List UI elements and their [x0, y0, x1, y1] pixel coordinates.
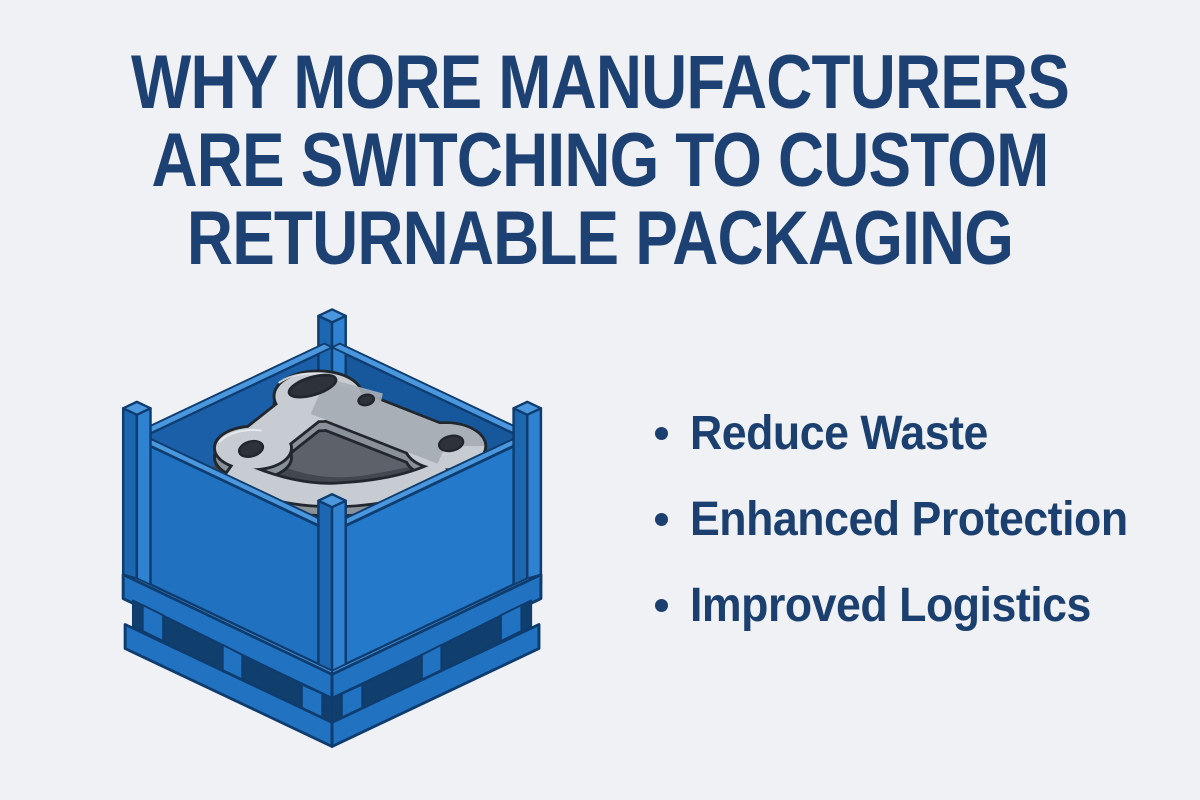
- page-title: WHY MORE MANUFACTURERS ARE SWITCHING TO …: [20, 44, 1180, 278]
- part-hole-right: [437, 434, 465, 453]
- corner-post-left: [121, 400, 152, 592]
- benefit-label: Reduce Waste: [690, 406, 988, 460]
- bullet-icon: [655, 512, 668, 526]
- container-rim: [128, 342, 537, 534]
- pallet-band: [121, 573, 543, 700]
- benefit-item-enhanced-protection: Enhanced Protection: [655, 492, 1161, 546]
- pallet-skid: [123, 623, 541, 748]
- part-slot: [287, 373, 338, 399]
- headline-line-1: WHY MORE MANUFACTURERS: [131, 40, 1070, 125]
- returnable-container-illustration: [90, 290, 578, 752]
- part-hole-small: [357, 393, 376, 407]
- corner-post-right: [512, 400, 543, 592]
- headline-line-3: RETURNABLE PACKAGING: [186, 196, 1014, 281]
- headline-line-2: ARE SWITCHING TO CUSTOM: [151, 118, 1050, 203]
- benefit-label: Enhanced Protection: [690, 492, 1128, 546]
- benefit-label: Improved Logistics: [690, 578, 1091, 632]
- benefit-item-reduce-waste: Reduce Waste: [655, 406, 1161, 460]
- benefit-item-improved-logistics: Improved Logistics: [655, 578, 1161, 632]
- container-svg: [121, 308, 543, 748]
- bullet-icon: [655, 426, 668, 440]
- corner-post-front: [317, 493, 347, 694]
- cast-part-top: [212, 369, 488, 509]
- part-hole-left: [237, 439, 265, 458]
- bullet-icon: [655, 598, 668, 612]
- benefits-list: Reduce Waste Enhanced Protection Improve…: [655, 406, 1161, 632]
